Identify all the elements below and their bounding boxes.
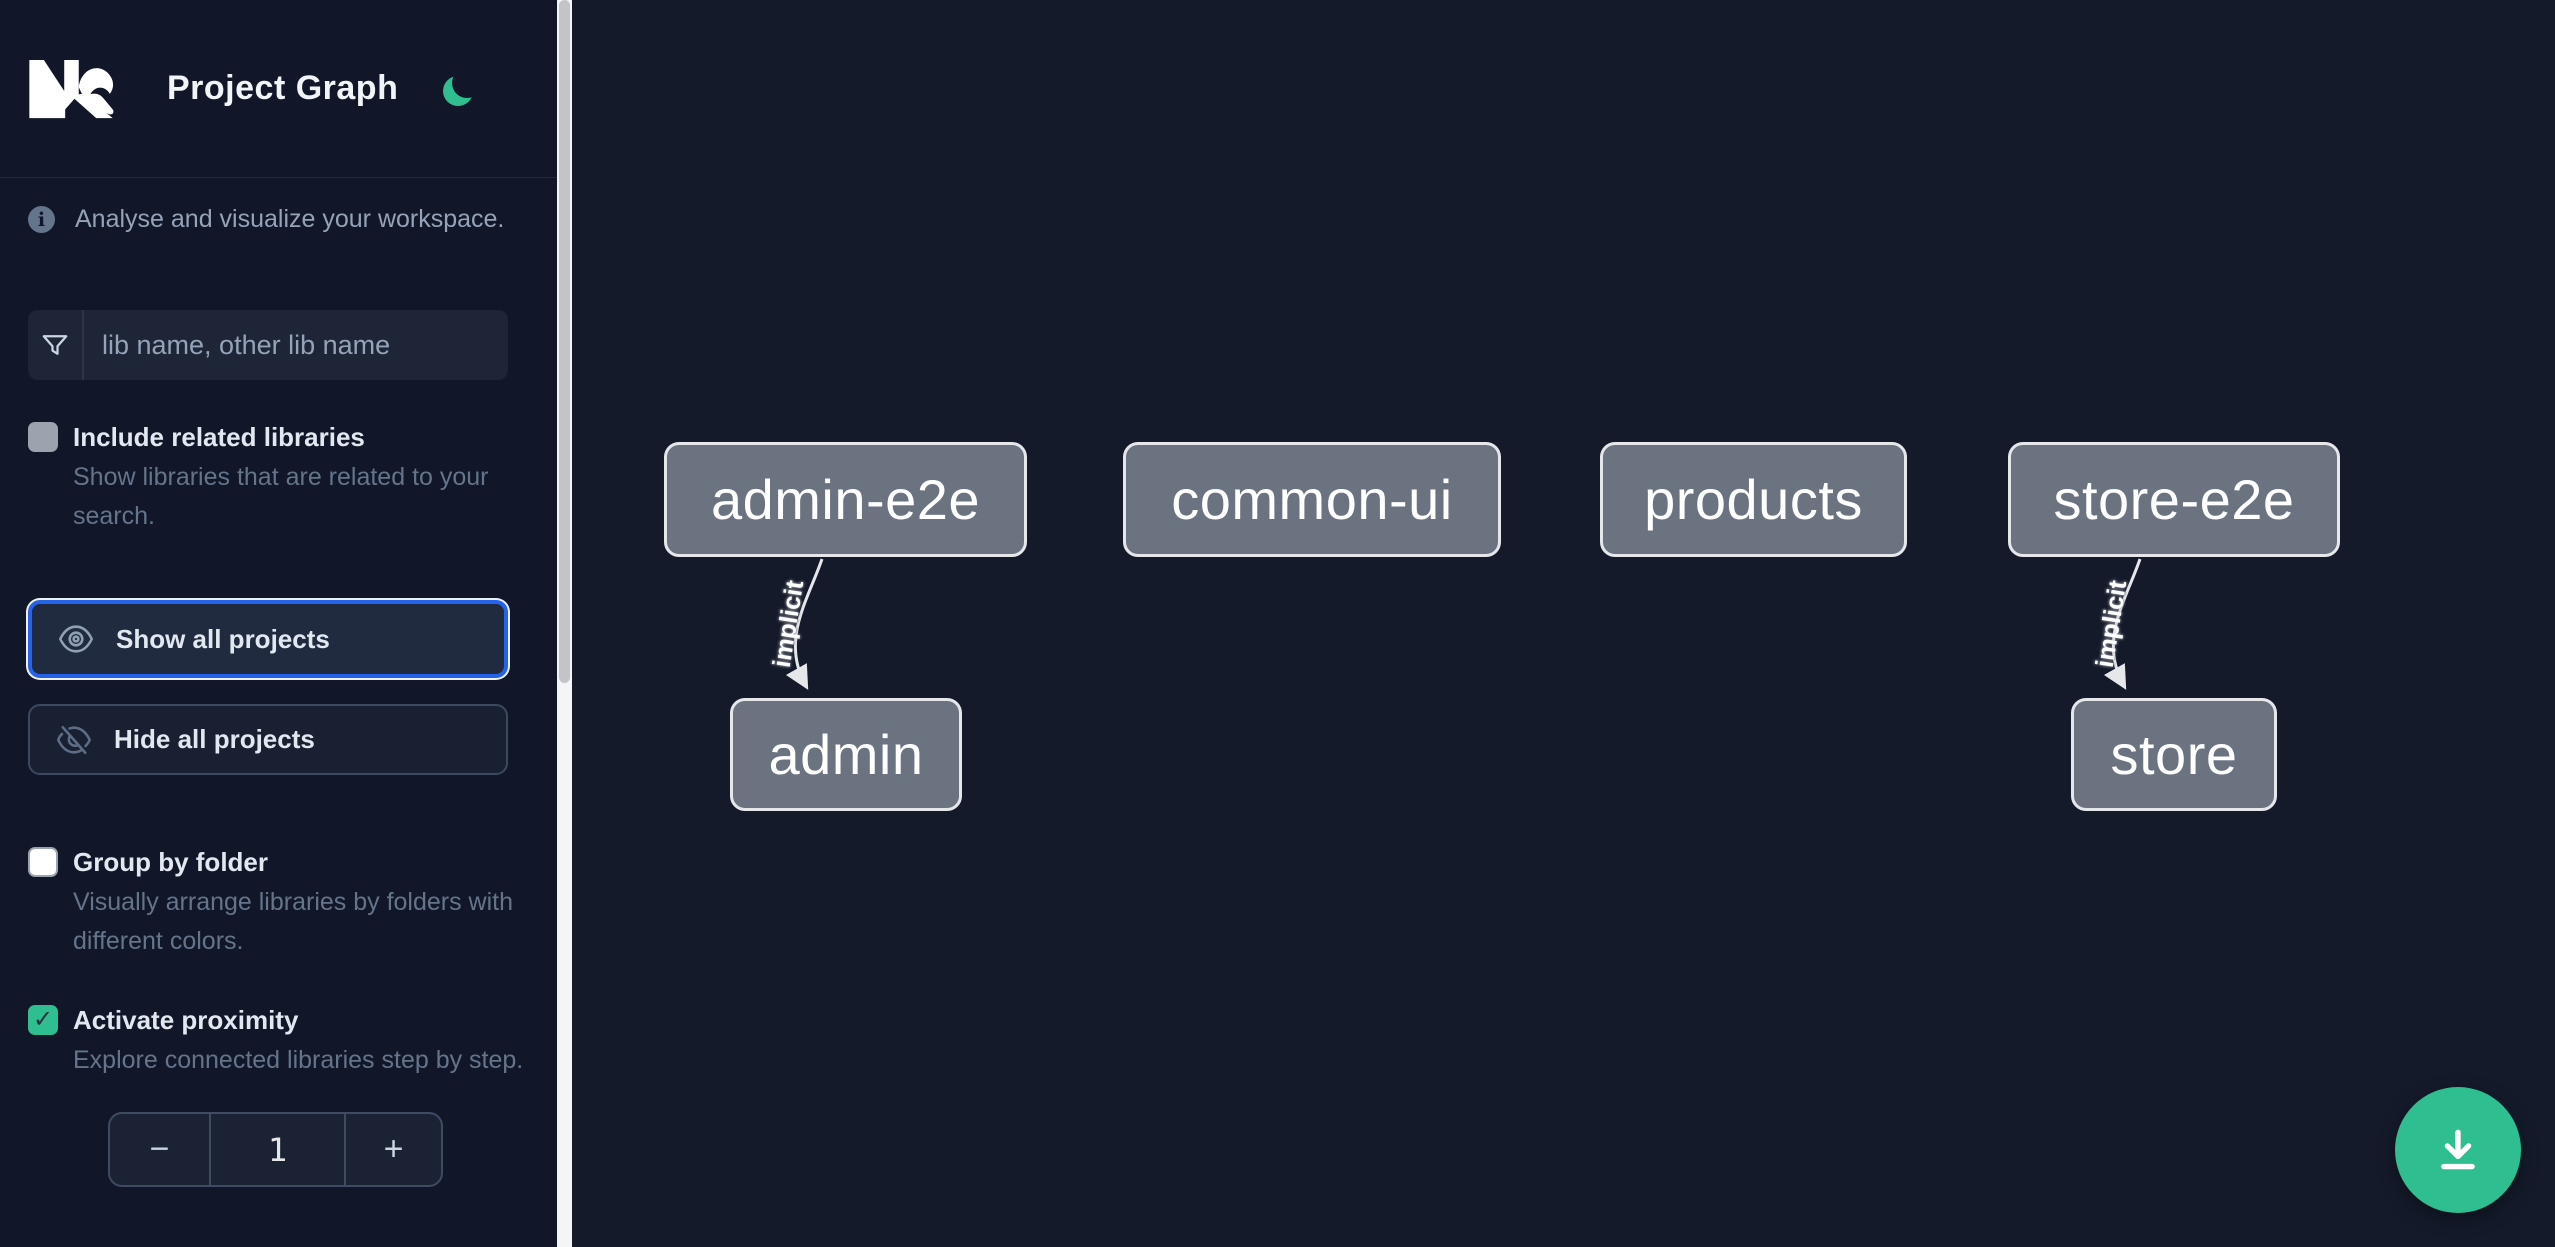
graph-node-admin-e2e[interactable]: admin-e2e [664, 442, 1027, 557]
page-title: Project Graph [167, 69, 399, 107]
include-related-label: Include related libraries [73, 422, 365, 452]
eye-icon [58, 625, 94, 653]
group-by-folder-checkbox[interactable] [28, 847, 58, 877]
activate-proximity-label: Activate proximity [73, 1005, 299, 1035]
sidebar: Project Graph i Analyse and visualize yo… [0, 0, 557, 1247]
download-graph-button[interactable] [2395, 1087, 2521, 1213]
activate-proximity-row: Activate proximity Explore connected lib… [28, 1003, 529, 1080]
show-all-projects-button[interactable]: Show all projects [28, 600, 508, 678]
tagline-text: Analyse and visualize your workspace. [75, 205, 505, 233]
proximity-depth-stepper: − 1 + [108, 1112, 443, 1187]
tagline-row: i Analyse and visualize your workspace. [28, 205, 529, 234]
sidebar-scrollbar-track [557, 0, 572, 1247]
graph-node-store[interactable]: store [2071, 698, 2277, 811]
graph-node-admin[interactable]: admin [730, 698, 962, 811]
eye-off-icon [56, 725, 92, 754]
stepper-value[interactable]: 1 [209, 1114, 346, 1185]
nx-logo-icon [29, 59, 114, 118]
hide-all-projects-button[interactable]: Hide all projects [28, 704, 508, 775]
activate-proximity-description: Explore connected libraries step by step… [73, 1046, 524, 1074]
group-by-folder-description: Visually arrange libraries by folders wi… [73, 888, 514, 955]
sidebar-header: Project Graph [0, 0, 557, 178]
search-box [28, 310, 508, 380]
download-icon [2441, 1129, 2475, 1170]
info-icon: i [28, 206, 55, 233]
filter-funnel-icon [28, 310, 84, 380]
theme-toggle-moon-icon[interactable] [446, 72, 480, 106]
include-related-description: Show libraries that are related to your … [73, 463, 489, 530]
sidebar-scrollbar-thumb[interactable] [559, 0, 570, 683]
search-input[interactable] [84, 310, 508, 380]
group-by-folder-label: Group by folder [73, 847, 268, 877]
stepper-increment-button[interactable]: + [383, 1130, 404, 1168]
sidebar-body: i Analyse and visualize your workspace. … [0, 178, 557, 1187]
activate-proximity-checkbox[interactable] [28, 1005, 58, 1035]
include-related-row: Include related libraries Show libraries… [28, 420, 529, 536]
graph-canvas[interactable] [572, 0, 2555, 1247]
hide-all-projects-label: Hide all projects [114, 724, 315, 754]
include-related-checkbox[interactable] [28, 422, 58, 452]
show-all-projects-label: Show all projects [116, 623, 330, 654]
stepper-decrement-button[interactable]: − [149, 1130, 170, 1168]
graph-node-common-ui[interactable]: common-ui [1123, 442, 1501, 557]
graph-node-products[interactable]: products [1600, 442, 1907, 557]
graph-node-store-e2e[interactable]: store-e2e [2008, 442, 2340, 557]
group-by-folder-row: Group by folder Visually arrange librari… [28, 845, 529, 961]
